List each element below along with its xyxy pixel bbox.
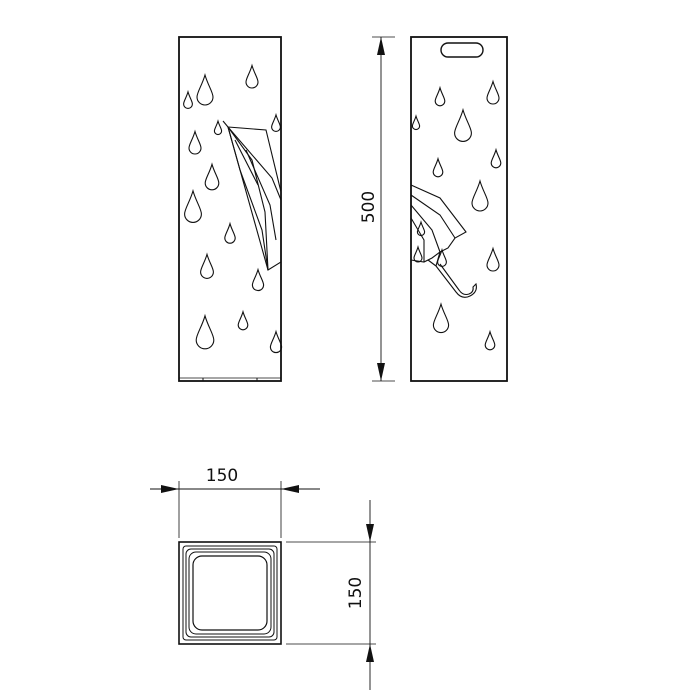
top-rim-1 (182, 545, 278, 641)
side-view (410, 36, 508, 382)
width-dimension: 150 (150, 466, 320, 538)
top-rim-2 (185, 548, 275, 638)
raindrop-icon (486, 246, 500, 272)
width-dimension-label: 150 (206, 466, 238, 486)
height-dimension-label: 500 (359, 191, 379, 223)
front-panel-outline (178, 36, 282, 382)
raindrop-icon (213, 119, 223, 136)
raindrop-icon (434, 85, 446, 107)
raindrop-icon (432, 302, 450, 334)
umbrella-side-icon (410, 184, 477, 298)
width-arrow-right (281, 485, 299, 493)
umbrella-front-icon (222, 120, 282, 271)
side-raindrops (411, 79, 502, 351)
raindrop-icon (454, 107, 472, 142)
raindrop-icon (224, 221, 236, 244)
height-arrow-top (377, 37, 385, 55)
raindrop-icon (413, 244, 423, 263)
raindrop-icon (183, 89, 193, 109)
height-dimension: 500 (359, 36, 395, 382)
raindrop-icon (416, 220, 426, 237)
raindrop-icon (200, 252, 214, 279)
raindrop-icon (432, 156, 444, 178)
top-rim-3 (188, 551, 272, 635)
top-inner-opening (192, 555, 268, 631)
raindrop-icon (484, 329, 496, 351)
top-view (178, 541, 282, 645)
side-panel-outline (410, 36, 508, 382)
raindrop-icon (195, 313, 215, 350)
raindrop-icon (245, 63, 259, 89)
front-raindrops (183, 63, 283, 354)
depth-dimension-label: 150 (346, 577, 366, 609)
width-arrow-left (161, 485, 179, 493)
raindrop-icon (188, 129, 202, 155)
handle-cutout (440, 42, 484, 58)
raindrop-icon (486, 79, 500, 105)
raindrop-icon (271, 112, 281, 132)
depth-arrow-top (366, 524, 374, 542)
raindrop-icon (204, 162, 220, 191)
raindrop-icon (251, 267, 265, 292)
depth-arrow-bottom (366, 644, 374, 662)
raindrop-icon (237, 309, 249, 331)
front-view (178, 36, 283, 382)
top-outer-square (178, 541, 282, 645)
raindrop-icon (269, 329, 283, 354)
raindrop-icon (184, 188, 202, 223)
raindrop-icon (437, 247, 447, 267)
depth-dimension: 150 (286, 500, 376, 690)
raindrop-icon (196, 72, 214, 106)
height-arrow-bottom (377, 363, 385, 381)
raindrop-icon (471, 178, 489, 212)
raindrop-icon (490, 147, 502, 169)
raindrop-icon (411, 114, 421, 131)
